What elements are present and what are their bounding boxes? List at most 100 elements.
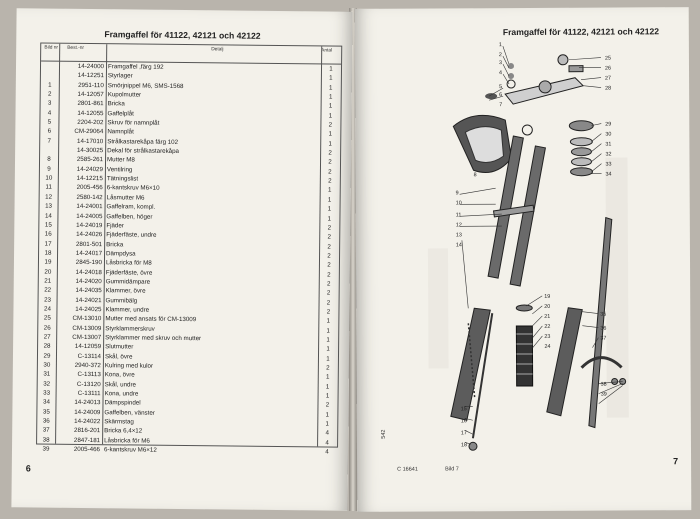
- bild-number: 8: [47, 156, 51, 164]
- quantity: 1: [326, 345, 330, 353]
- part-description: Gummibälg: [105, 296, 138, 305]
- callout-number: 15: [460, 406, 467, 413]
- quantity: 2: [326, 299, 331, 307]
- quantity: 2: [327, 224, 332, 232]
- part-number: 14-24019: [76, 221, 103, 230]
- part-description: Dämpdysa: [106, 250, 136, 258]
- bild-number: 39: [42, 445, 50, 453]
- part-number: 14-24017: [75, 249, 103, 258]
- part-description: Slutmutter: [105, 343, 134, 351]
- callout-number: 3: [498, 60, 502, 67]
- part-number: 14-12251: [77, 72, 104, 80]
- footer-code: C 16641: [397, 466, 418, 473]
- part-description: Fjäder: [106, 222, 124, 230]
- quantity: 2: [327, 252, 331, 260]
- callout-number: 20: [544, 303, 551, 310]
- callout-number: 5: [499, 84, 503, 91]
- part-number: 14-12059: [74, 343, 102, 351]
- quantity: 2: [327, 261, 331, 269]
- quantity: 2: [328, 177, 332, 185]
- callout-number: 27: [605, 75, 612, 82]
- page-number-right: 7: [673, 456, 679, 467]
- bild-number: 10: [45, 174, 53, 182]
- callout-number: 38: [600, 381, 607, 388]
- quantity: 2: [328, 158, 332, 167]
- part-description: Låsbricka för M8: [105, 259, 152, 267]
- bild-number: 38: [42, 436, 50, 444]
- quantity: 4: [325, 439, 329, 447]
- part-description: Fjäderfäste, undre: [106, 231, 157, 239]
- footer-bild: Bild 7: [445, 466, 459, 473]
- callout-number: 8: [473, 172, 477, 179]
- callout-number: 11: [455, 212, 462, 219]
- bild-number: 5: [47, 118, 52, 126]
- part-number: CM-13009: [72, 324, 102, 332]
- callout-number: 2: [498, 52, 502, 59]
- quantity: 1: [327, 215, 332, 223]
- quantity: 2: [328, 121, 333, 129]
- quantity: 1: [329, 74, 333, 82]
- bild-number: 28: [43, 342, 51, 350]
- part-number: 2951-110: [78, 81, 104, 89]
- callout-number: 9: [455, 190, 459, 197]
- callout-number: 29: [605, 121, 612, 128]
- part-description: Klammer, övre: [105, 287, 146, 295]
- bild-number: 12: [45, 193, 53, 201]
- part-number: 2845-190: [75, 259, 102, 267]
- fender-stay-icon: [580, 356, 623, 369]
- part-number: 14-24021: [75, 296, 102, 304]
- part-number: 14-24005: [76, 212, 103, 220]
- part-number: CM-29064: [74, 128, 104, 136]
- bild-number: 6: [47, 127, 52, 136]
- callout-number: 10: [455, 200, 462, 207]
- part-number: 14-24018: [75, 268, 102, 276]
- quantity: 1: [326, 317, 331, 325]
- bild-number: 36: [42, 417, 50, 425]
- bild-number: 20: [44, 268, 52, 276]
- bild-number: 22: [44, 286, 52, 294]
- quantity: 4: [325, 448, 329, 456]
- header-best: Best.-nr: [67, 45, 85, 51]
- bild-number: 29: [43, 352, 51, 360]
- callout-number: 12: [455, 222, 462, 229]
- part-description: Bricka: [107, 100, 125, 108]
- quantity: 1: [327, 205, 332, 213]
- steering-stem-icon: [588, 216, 613, 429]
- quantity: 1: [326, 327, 331, 335]
- callout-number: 36: [600, 325, 607, 332]
- callout-number: 18: [460, 442, 467, 449]
- part-description: Kulring med kulor: [104, 362, 154, 370]
- parts-list-title: Framgaffel för 41122, 42121 och 42122: [104, 29, 261, 41]
- part-description: Dämpspindel: [104, 399, 141, 407]
- bild-number: 25: [43, 314, 51, 322]
- part-description: Gaffelben, höger: [106, 212, 153, 221]
- quantity: 1: [328, 102, 333, 110]
- page-number-left: 6: [25, 463, 31, 474]
- quantity: 1: [326, 373, 330, 381]
- quantity: 1: [326, 336, 330, 344]
- callout-number: 39: [600, 391, 607, 398]
- bild-number: 15: [44, 221, 52, 229]
- part-number: 2585-261: [76, 156, 104, 164]
- part-number: 2816-201: [74, 427, 101, 435]
- part-description: Bricka 6,4×12: [104, 427, 143, 435]
- quantity: 1: [327, 186, 332, 195]
- part-number: 2005-456: [76, 184, 103, 192]
- callout-number: 34: [605, 171, 612, 178]
- header-antal: Antal: [321, 48, 333, 54]
- callout-number: 16: [460, 418, 467, 425]
- spring-bellows-icon: [515, 304, 534, 387]
- callout-number: 7: [499, 102, 503, 109]
- part-description: Gaffelram, kompl.: [106, 203, 156, 211]
- bild-number: 31: [43, 370, 51, 378]
- callout-number: 21: [544, 313, 551, 320]
- bild-number: 7: [47, 137, 51, 145]
- quantity: 2: [328, 168, 332, 176]
- part-description: Kona, undre: [104, 390, 139, 398]
- exploded-fork-diagram: [427, 46, 629, 451]
- part-number: 14-24013: [74, 399, 101, 407]
- quantity: 2: [326, 289, 331, 297]
- part-description: Fjäderfäste, övre: [105, 268, 153, 277]
